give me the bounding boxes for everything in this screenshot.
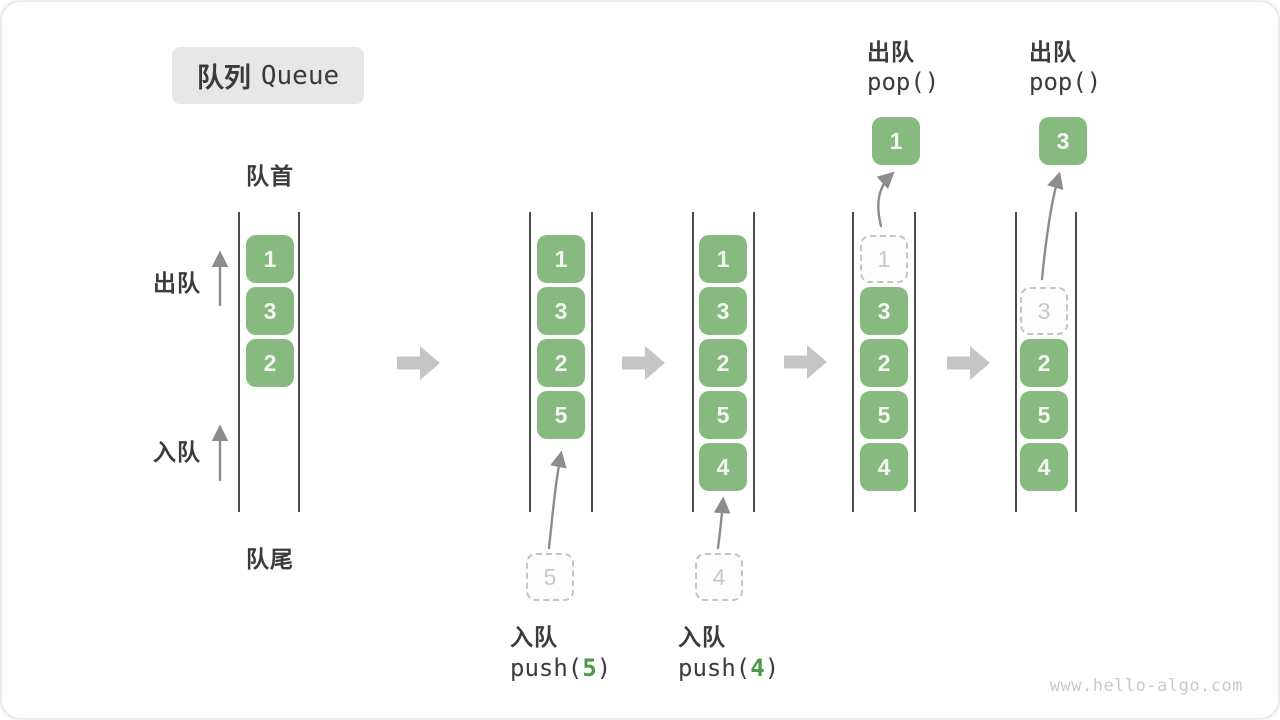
op-fn: push( <box>678 654 751 682</box>
title-badge: 队列 Queue <box>172 47 364 104</box>
queue3-item: 3 <box>699 287 747 335</box>
queue5-item: 4 <box>1020 443 1068 491</box>
queue3-item: 2 <box>699 339 747 387</box>
queue3-op-label: 入队 <box>678 624 726 650</box>
title-en: Queue <box>260 60 340 91</box>
queue4-popped-item: 1 <box>872 117 920 165</box>
queue5-item: 2 <box>1020 339 1068 387</box>
queue3-item: 4 <box>699 443 747 491</box>
queue3-item: 5 <box>699 391 747 439</box>
queue5-op-label: 出队 <box>1029 39 1077 65</box>
next-stage-arrow <box>947 346 990 380</box>
queue1-left-wall <box>238 212 240 512</box>
queue4-removed-item: 1 <box>860 235 908 283</box>
watermark: www.hello-algo.com <box>1049 676 1243 696</box>
queue5-right-wall <box>1075 212 1077 512</box>
queue2-item: 1 <box>537 235 585 283</box>
push4-arrow <box>713 496 731 550</box>
queue3-item: 1 <box>699 235 747 283</box>
queue2-item: 5 <box>537 391 585 439</box>
queue4-item: 4 <box>860 443 908 491</box>
pop1-arrow <box>876 171 895 228</box>
queue1-right-wall <box>298 212 300 512</box>
title-zh: 队列 <box>196 63 251 93</box>
push5-arrow <box>547 450 567 550</box>
queue2-left-wall <box>529 212 531 512</box>
queue2-item: 3 <box>537 287 585 335</box>
queue5-popped-item: 3 <box>1039 117 1087 165</box>
queue2-right-wall <box>591 212 593 512</box>
queue2-op-label: 入队 <box>510 624 558 650</box>
label-queue-rear: 队尾 <box>246 546 294 572</box>
queue3-op-code: push(4) <box>678 654 779 682</box>
label-enqueue-side: 入队 <box>153 439 201 465</box>
queue1-item: 3 <box>246 287 294 335</box>
pop3-arrow <box>1040 171 1064 281</box>
queue5-left-wall <box>1015 212 1017 512</box>
queue4-item: 3 <box>860 287 908 335</box>
queue3-incoming-item: 4 <box>695 553 743 601</box>
queue5-item: 5 <box>1020 391 1068 439</box>
op-arg: 5 <box>582 654 597 682</box>
op-fn: push( <box>510 654 583 682</box>
op-close: ) <box>596 654 612 682</box>
queue3-left-wall <box>692 212 694 512</box>
queue4-item: 2 <box>860 339 908 387</box>
next-stage-arrow <box>397 346 440 380</box>
queue2-op-code: push(5) <box>510 654 611 682</box>
queue4-left-wall <box>852 212 854 512</box>
op-close: ) <box>764 654 780 682</box>
next-stage-arrow <box>784 345 827 379</box>
queue2-item: 2 <box>537 339 585 387</box>
next-stage-arrow <box>622 346 665 380</box>
queue4-right-wall <box>914 212 916 512</box>
queue2-incoming-item: 5 <box>526 553 574 601</box>
queue4-op-label: 出队 <box>867 39 915 65</box>
queue5-op-code: pop() <box>1029 68 1102 96</box>
queue4-item: 5 <box>860 391 908 439</box>
queue5-removed-item: 3 <box>1020 287 1068 335</box>
queue1-item: 2 <box>246 339 294 387</box>
queue4-op-code: pop() <box>867 68 940 96</box>
label-queue-front: 队首 <box>246 163 294 189</box>
queue1-item: 1 <box>246 235 294 283</box>
queue3-right-wall <box>753 212 755 512</box>
label-dequeue-side: 出队 <box>153 270 201 296</box>
op-arg: 4 <box>750 654 765 682</box>
